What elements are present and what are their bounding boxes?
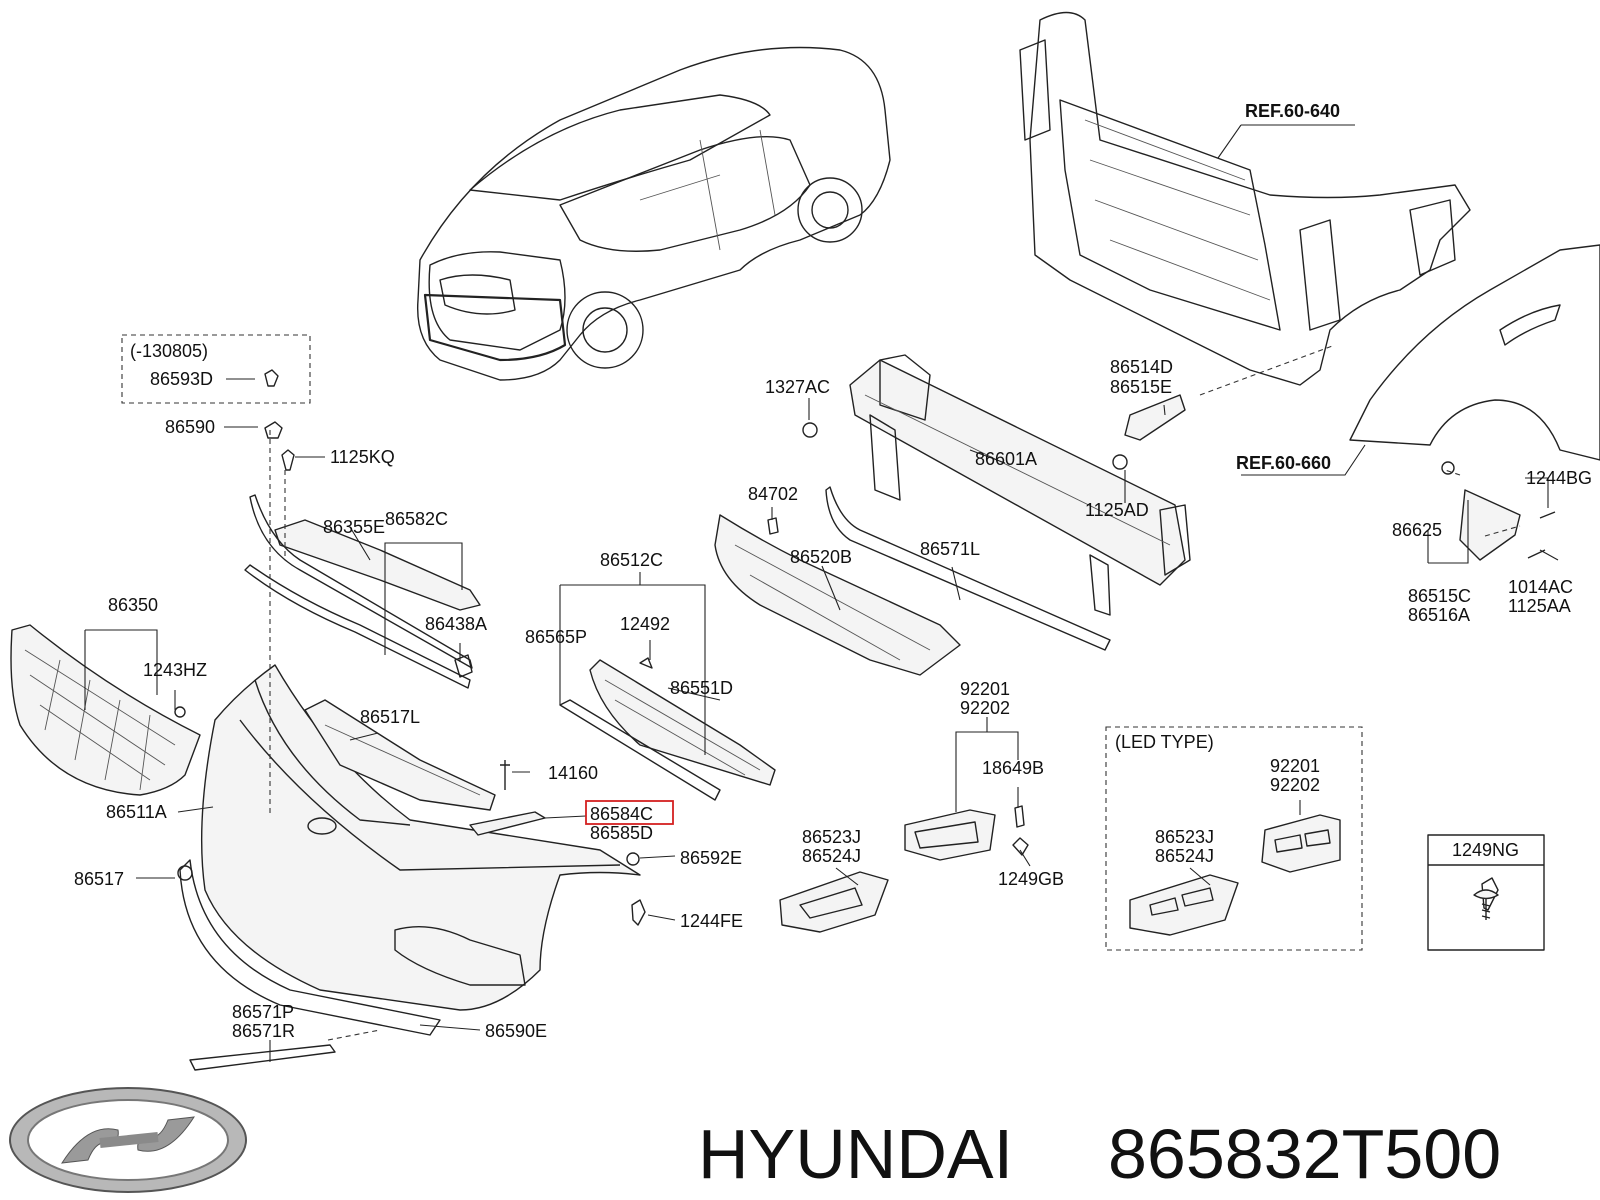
variant-note-box [121,334,311,404]
label-86517l: 86517L [360,707,420,727]
label-86551d: 86551D [670,678,733,698]
label-86514d: 86514D [1110,357,1173,377]
label-1244bg: 1244BG [1526,468,1592,488]
label-86517: 86517 [74,869,124,889]
label-1125aa: 1125AA [1508,596,1571,616]
screw-box-title: 1249NG [1452,840,1519,860]
inner-bracket-illustration [304,699,496,811]
label-86571r: 86571R [232,1021,295,1041]
label-1125ad: 1125AD [1085,500,1149,520]
label-86520b: 86520B [790,547,852,567]
label-86601a: 86601A [975,449,1037,469]
screw-icon [1473,889,1499,920]
label-86516a: 86516A [1408,605,1470,625]
bumper-cover-illustration [177,664,641,1071]
part-labels: (-130805) 86593D 86590 1125KQ 86355E 865… [74,101,1592,1041]
energy-absorber-illustration [714,514,961,676]
radiator-support-illustration [1019,11,1471,386]
led-type-box [1105,726,1363,951]
label-14160: 14160 [548,763,598,783]
label-86592e: 86592E [680,848,742,868]
label-86593d: 86593D [150,369,213,389]
label-84702: 84702 [748,484,798,504]
label-18649b: 18649B [982,758,1044,778]
label-12492: 12492 [620,614,670,634]
led-box-title: (LED TYPE) [1115,732,1214,752]
label-86582c: 86582C [385,509,448,529]
upper-trim-illustration [244,494,481,689]
assembly-dashed-lines [269,344,1521,1041]
label-86512c: 86512C [600,550,663,570]
label-86515c: 86515C [1408,586,1471,606]
label-86515e: 86515E [1110,377,1172,397]
label-86625: 86625 [1392,520,1442,540]
lower-strip-illustration [825,486,1111,651]
screw-box [1427,834,1545,951]
label-86565p: 86565P [525,627,587,647]
label-86590e: 86590E [485,1021,547,1041]
brand-name: HYUNDAI [698,1115,1013,1193]
led-label-92201: 92201 [1270,756,1320,776]
label-86524j: 86524J [802,846,861,866]
label-variant-note: (-130805) [130,341,208,361]
fog-lamp-illustration [779,809,1341,936]
fender-illustration [1349,244,1600,461]
label-86350: 86350 [108,595,158,615]
label-86571p: 86571P [232,1002,294,1022]
label-1014ac: 1014AC [1508,577,1573,597]
label-1125kq: 1125KQ [330,447,395,467]
label-86438a: 86438A [425,614,487,634]
lower-grille-illustration [559,659,776,801]
label-86571l: 86571L [920,539,980,559]
label-1249gb: 1249GB [998,869,1064,889]
label-86355e: 86355E [323,517,385,537]
label-86590: 86590 [165,417,215,437]
ref-60-640: REF.60-640 [1245,101,1340,121]
fasteners [264,369,1499,926]
led-label-86523j: 86523J [1155,827,1214,847]
label-92201: 92201 [960,679,1010,699]
led-label-86524j: 86524J [1155,846,1214,866]
label-1327ac: 1327AC [765,377,830,397]
part-number: 865832T500 [1108,1115,1501,1193]
label-92202: 92202 [960,698,1010,718]
radiator-grille-illustration [10,624,201,796]
label-86523j: 86523J [802,827,861,847]
highlighted-molding-illustration [469,760,546,836]
led-label-92202: 92202 [1270,775,1320,795]
label-86584c: 86584C [590,804,653,824]
label-86511a: 86511A [106,802,167,822]
ref-60-660: REF.60-660 [1236,453,1331,473]
car-overview-illustration [416,46,891,381]
hyundai-logo-icon [9,1087,247,1193]
label-1244fe: 1244FE [680,911,743,931]
label-1243hz: 1243HZ [143,660,207,680]
leader-lines [84,124,1559,1062]
label-86585d: 86585D [590,823,653,843]
bumper-beam-illustration [849,354,1191,616]
highlight-box [585,800,674,825]
